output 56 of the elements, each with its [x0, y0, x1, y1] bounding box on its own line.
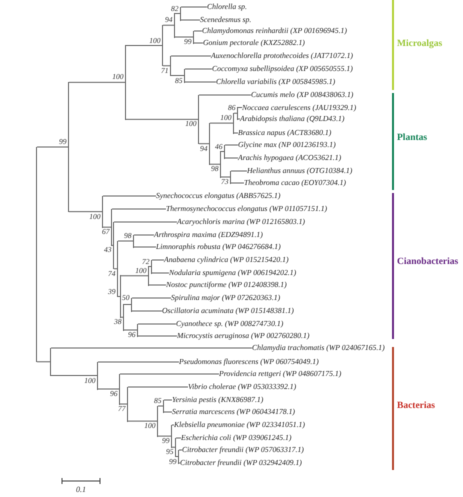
- branch-line: [118, 240, 134, 242]
- branch-line: [184, 68, 212, 70]
- branch-line: [158, 436, 172, 437]
- branch-line: [176, 456, 178, 457]
- branch-line: [220, 176, 230, 178]
- branch-line: [224, 144, 238, 146]
- branch-line: [238, 118, 240, 120]
- branch-line: [230, 170, 248, 172]
- branch-line: [162, 24, 174, 26]
- branch-line: [134, 246, 156, 248]
- branch-line: [148, 266, 152, 267]
- branch-line: [36, 146, 68, 148]
- branch-line: [102, 226, 112, 228]
- group-label: Microalgas: [397, 38, 442, 50]
- branch-line: [148, 284, 166, 286]
- branch-line: [210, 122, 234, 124]
- branch-line: [134, 234, 154, 236]
- branch-line: [120, 316, 124, 318]
- branch-line: [172, 446, 176, 448]
- branch-line: [174, 13, 180, 14]
- branch-line: [238, 107, 242, 108]
- branch-line: [120, 404, 128, 405]
- branch-line: [162, 65, 170, 66]
- branch-line: [118, 296, 120, 297]
- branch-line: [234, 112, 238, 114]
- branch-line: [124, 304, 132, 305]
- group-label: Cianobacterias: [397, 256, 458, 268]
- branch-line: [152, 272, 170, 274]
- branch-line: [132, 310, 162, 312]
- branch-line: [198, 94, 252, 96]
- branch-line: [194, 30, 202, 32]
- branch-line: [234, 132, 238, 134]
- branch-line: [120, 275, 148, 276]
- branch-line: [126, 118, 198, 120]
- branch-line: [172, 424, 174, 426]
- branch-line: [220, 151, 224, 152]
- branch-line: [98, 388, 120, 390]
- branch-line: [174, 36, 194, 38]
- branch-line: [68, 211, 102, 212]
- branch-line: [210, 164, 220, 165]
- group-label: Bacterias: [397, 400, 435, 412]
- branch-line: [68, 82, 126, 83]
- branch-line: [194, 42, 204, 44]
- group-label: Plantas: [397, 132, 428, 144]
- branch-line: [230, 182, 244, 184]
- branch-line: [128, 386, 188, 388]
- branch-line: [126, 45, 162, 46]
- branch-line: [36, 361, 50, 362]
- branch-line: [112, 208, 166, 210]
- scale-label: 0.1: [76, 485, 86, 495]
- branch-line: [198, 143, 210, 144]
- branch-line: [170, 75, 184, 76]
- branch-line: [128, 420, 158, 422]
- branch-line: [114, 268, 118, 270]
- branch-line: [50, 375, 98, 376]
- branch-line: [180, 6, 208, 8]
